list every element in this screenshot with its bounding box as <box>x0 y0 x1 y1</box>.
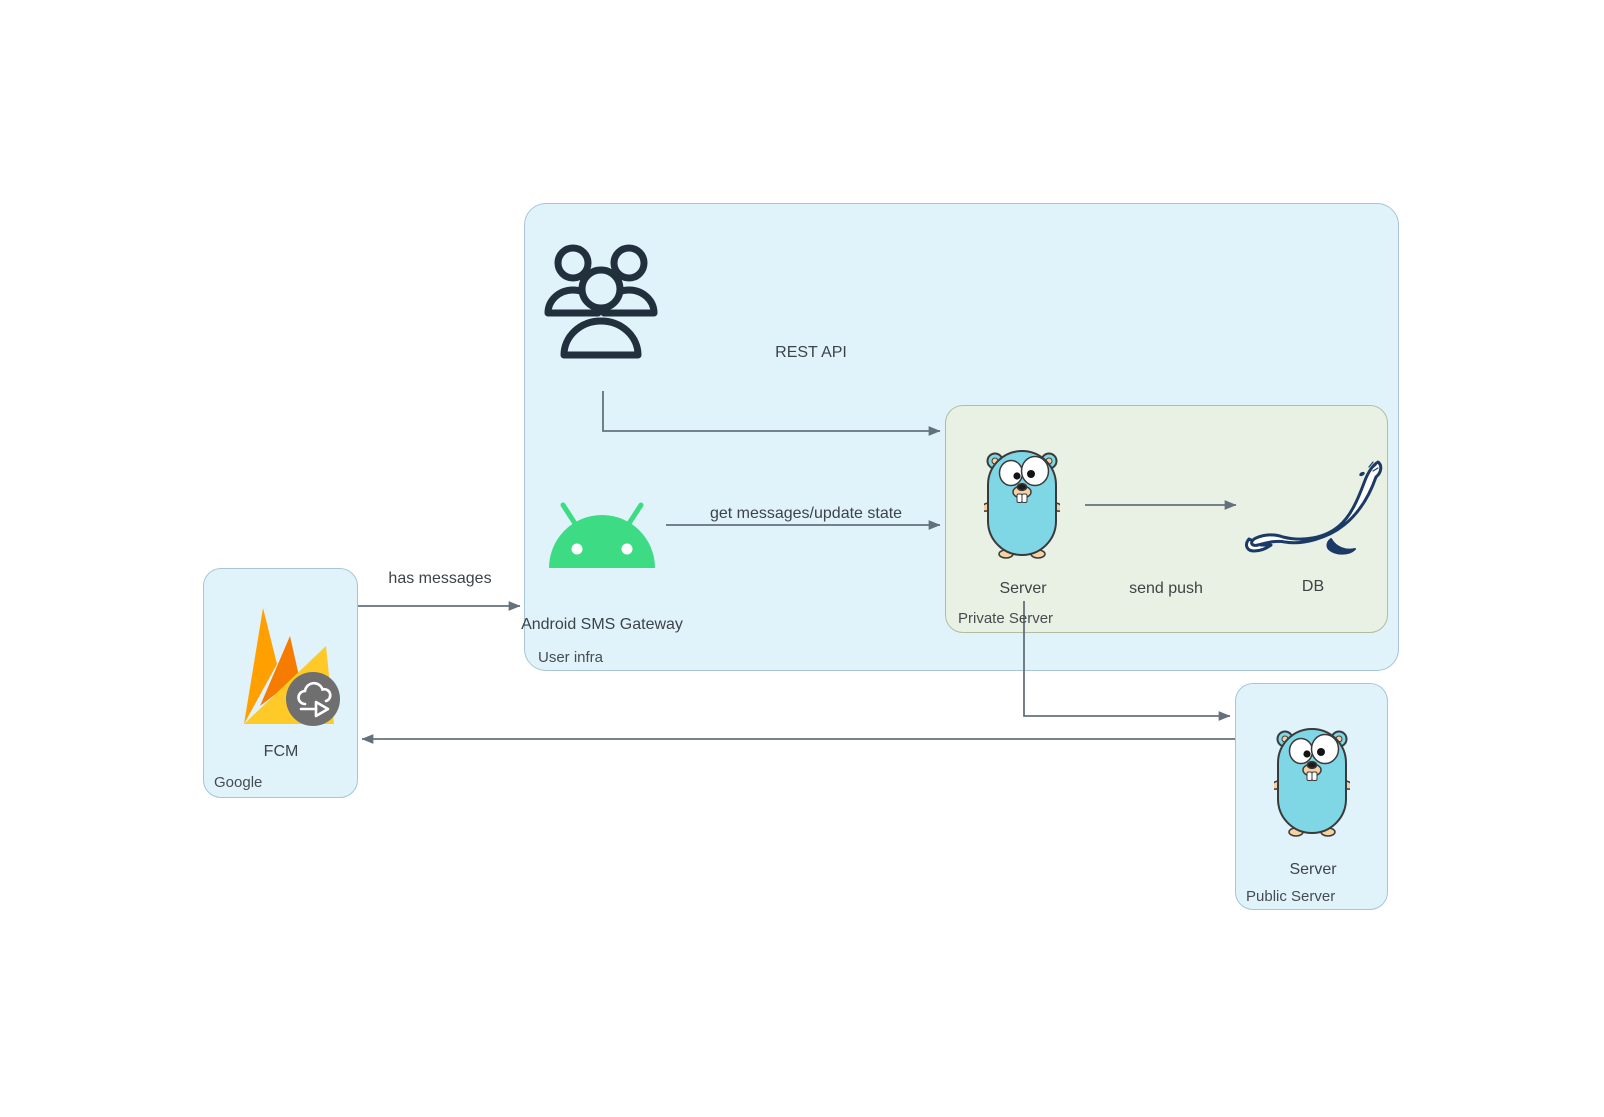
go-gopher-icon <box>1274 728 1350 837</box>
node-label-db: DB <box>1301 578 1325 595</box>
node-label-fcm: FCM <box>263 743 299 760</box>
cloud-messaging-badge-icon <box>286 672 340 726</box>
node-label-private-server: Server <box>999 580 1047 597</box>
container-label-user-infra: User infra <box>538 649 604 666</box>
node-label-public-server: Server <box>1289 861 1337 878</box>
edge-label-get-messages: get messages/update state <box>709 505 903 522</box>
go-gopher-icon <box>984 450 1060 559</box>
android-robot-icon <box>549 502 655 568</box>
mariadb-seal-icon <box>1245 460 1383 555</box>
edge-label-send-push: send push <box>1129 580 1203 597</box>
node-label-android-sms-gateway: Android SMS Gateway <box>521 616 683 633</box>
container-label-google: Google <box>214 774 263 791</box>
edge-label-rest-api: REST API <box>775 344 847 361</box>
users-group-icon <box>544 244 658 359</box>
edge-label-has-messages: has messages <box>388 570 492 587</box>
container-label-private-server: Private Server <box>958 610 1054 627</box>
container-label-public-server: Public Server <box>1246 888 1336 905</box>
